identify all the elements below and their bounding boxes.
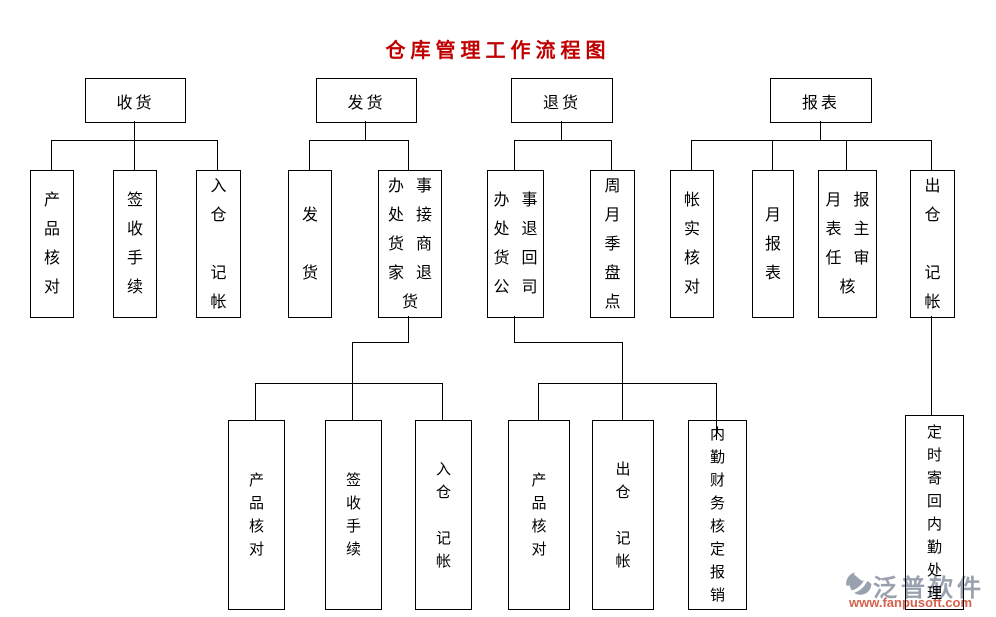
node-returns: 退货: [511, 78, 613, 123]
node-scheduled-mail-back-office-label: 定 时 寄 回 内 勤 处 理: [926, 423, 942, 602]
node-dispatch-goods: 发 货: [288, 170, 332, 318]
node-signoff-procedure-2: 签 收 手 续: [325, 420, 382, 610]
connector-line: [352, 383, 353, 420]
connector-line: [538, 383, 717, 384]
node-product-check: 产 品 核 对: [30, 170, 74, 318]
node-monthly-report-label: 月 报 表: [764, 206, 781, 282]
node-warehouse-in-bookkeeping: 入 仓 记 帐: [196, 170, 241, 318]
node-monthly-report: 月 报 表: [752, 170, 794, 318]
watermark-url: www.fanpusoft.com: [849, 595, 973, 610]
node-returns-label: 退货: [542, 94, 581, 112]
connector-line: [931, 140, 932, 170]
connector-line: [691, 140, 932, 141]
node-product-check-2-label: 产 品 核 对: [248, 472, 264, 558]
connector-line: [622, 342, 623, 384]
connector-line: [514, 316, 515, 343]
node-warehouse-out-bookkeeping: 出 仓 记 帐: [910, 170, 955, 318]
connector-line: [716, 383, 717, 440]
node-scheduled-mail-back-office: 定 时 寄 回 内 勤 处 理: [905, 415, 964, 610]
connector-line: [611, 140, 612, 170]
node-product-check-label: 产 品 核 对: [43, 192, 60, 296]
node-monthly-report-director-review-label: 月报 表主 任审 核: [825, 192, 882, 296]
node-shipping-label: 发货: [347, 94, 386, 112]
node-monthly-report-director-review: 月报 表主 任审 核: [818, 170, 877, 318]
connector-line: [51, 140, 52, 170]
connector-line: [538, 383, 539, 420]
connector-line: [352, 342, 409, 343]
connector-line: [217, 140, 218, 170]
node-shipping: 发货: [316, 78, 417, 123]
connector-line: [846, 140, 847, 170]
page-title: 仓库管理工作流程图: [385, 40, 611, 62]
node-warehouse-in-bookkeeping-2: 入 仓 记 帐: [415, 420, 472, 610]
node-warehouse-in-bookkeeping-label: 入 仓 记 帐: [210, 177, 227, 311]
node-periodic-stocktake: 周 月 季 盘 点: [590, 170, 635, 318]
node-signoff-procedure-2-label: 签 收 手 续: [345, 472, 361, 558]
node-office-receive-merchant-returns-label: 办事 处接 货商 家退 货: [387, 177, 444, 311]
connector-line: [820, 121, 821, 140]
connector-line: [408, 316, 409, 343]
node-office-receive-merchant-returns: 办事 处接 货商 家退 货: [378, 170, 442, 318]
connector-line: [514, 342, 623, 343]
fanpu-logo-icon: [846, 572, 872, 595]
node-account-reconciliation-label: 帐 实 核 对: [683, 192, 700, 296]
node-product-check-2: 产 品 核 对: [228, 420, 285, 610]
node-reports: 报表: [770, 78, 872, 123]
connector-line: [622, 383, 623, 420]
connector-line: [931, 316, 932, 415]
node-office-return-to-company-label: 办事 处退 货回 公司: [493, 192, 550, 296]
connector-line: [255, 383, 443, 384]
node-back-office-finance-reimbursement: 内 勤 财 务 核 定 报 销: [688, 420, 747, 610]
connector-line: [365, 121, 366, 140]
node-product-check-3: 产 品 核 对: [508, 420, 570, 610]
connector-line: [134, 121, 135, 170]
connector-line: [442, 383, 443, 420]
node-dispatch-goods-label: 发 货: [301, 206, 318, 282]
connector-line: [408, 140, 409, 170]
connector-line: [691, 140, 692, 170]
connector-line: [772, 140, 773, 170]
connector-line: [514, 140, 515, 170]
node-reports-label: 报表: [801, 94, 840, 112]
node-signoff-procedure: 签 收 手 续: [113, 170, 157, 318]
node-warehouse-out-bookkeeping-label: 出 仓 记 帐: [924, 177, 941, 311]
node-periodic-stocktake-label: 周 月 季 盘 点: [604, 177, 621, 311]
connector-line: [51, 140, 218, 141]
connector-line: [309, 140, 310, 170]
node-receiving: 收货: [85, 78, 186, 123]
node-warehouse-out-bookkeeping-2-label: 出 仓 记 帐: [615, 460, 631, 570]
node-product-check-3-label: 产 品 核 对: [531, 472, 547, 558]
node-office-return-to-company: 办事 处退 货回 公司: [487, 170, 544, 318]
node-warehouse-in-bookkeeping-2-label: 入 仓 记 帐: [435, 460, 451, 570]
node-account-reconciliation: 帐 实 核 对: [670, 170, 714, 318]
connector-line: [255, 383, 256, 420]
connector-line: [514, 140, 612, 141]
node-back-office-finance-reimbursement-label: 内 勤 财 务 核 定 报 销: [709, 426, 725, 604]
connector-line: [352, 342, 353, 384]
node-signoff-procedure-label: 签 收 手 续: [126, 192, 143, 296]
node-warehouse-out-bookkeeping-2: 出 仓 记 帐: [592, 420, 654, 610]
node-receiving-label: 收货: [116, 94, 155, 112]
connector-line: [309, 140, 409, 141]
connector-line: [561, 121, 562, 140]
